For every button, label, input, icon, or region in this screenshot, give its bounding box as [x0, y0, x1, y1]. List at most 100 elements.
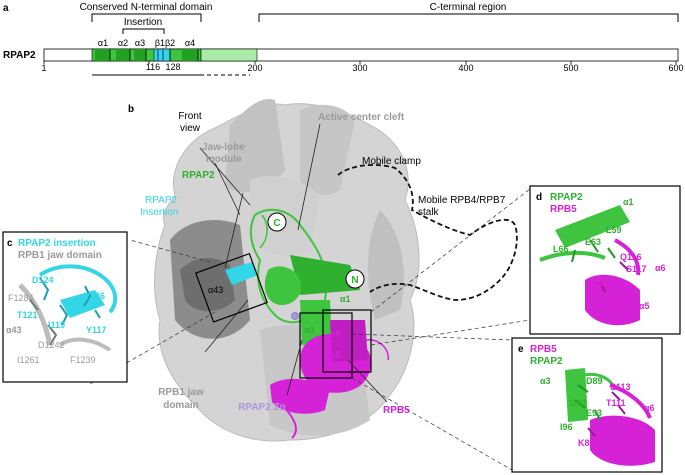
alpha5-b-label: α5 [330, 350, 341, 360]
panel-d-title-2: RPB5 [550, 204, 577, 215]
segment-dividers [109, 49, 199, 61]
front-view-label-2: view [180, 123, 201, 134]
panel-d-residues: α1 L59 E63 L66 Q116 S117 α6 I84 K85 α5 [553, 197, 666, 311]
rpap2-label: RPAP2 [182, 170, 215, 181]
tick-1: 1 [41, 63, 46, 73]
residue-mark-116: 116 [146, 62, 160, 72]
panel-e-residues: α3 D89 S113 D92 T111 α6 E93 I96 K81 α5 [540, 376, 655, 448]
helix-alpha1-d: α1 [623, 197, 634, 207]
residue-f1239: F1239 [70, 355, 96, 365]
panel-d: d RPAP2 RPB5 α1 L59 E63 L66 Q116 S117 α6… [529, 185, 681, 335]
alpha3-b-label: α3 [304, 325, 315, 335]
residue-i119: I119 [48, 320, 65, 330]
front-view-label: Front [178, 111, 202, 122]
residue-q116: Q116 [620, 252, 642, 262]
residue-d124: D124 [32, 275, 54, 285]
n-terminus-marker [345, 269, 365, 289]
residue-y117: Y117 [86, 325, 107, 335]
residue-k85: K85 [594, 290, 611, 300]
panel-b-label: b [128, 104, 134, 115]
panel-b: b [89, 99, 531, 471]
helix-label-a1: α1 [98, 38, 108, 48]
helix-label-a4: α4 [185, 38, 195, 48]
rpb5-structure [270, 320, 389, 439]
helix-label-b1b2: β1β2 [155, 38, 175, 48]
mobile-clamp-label: Mobile clamp [362, 156, 421, 167]
c-terminus-label: C [273, 218, 280, 229]
residue-mark-128: 128 [165, 62, 180, 72]
insertion-segment [153, 48, 171, 62]
insertion-bracket [122, 28, 165, 34]
helix-alpha3-e: α3 [540, 376, 551, 386]
residue-d89: D89 [586, 376, 603, 386]
insertion-label: Insertion [124, 17, 162, 28]
residue-s117: S117 [626, 264, 647, 274]
helix-label-a3: α3 [135, 38, 145, 48]
helix-alpha43-c: α43 [6, 325, 22, 335]
tick-300: 300 [352, 63, 367, 73]
residue-f1284: F1284 [8, 293, 34, 303]
residue-e63: E63 [585, 237, 601, 247]
panel-e-title-2: RPAP2 [530, 356, 563, 367]
alpha1-b-label: α1 [340, 294, 351, 304]
helix-alpha5-d: α5 [639, 301, 650, 311]
tick-400: 400 [458, 63, 473, 73]
zoom-box-c [195, 252, 268, 323]
ntd-label: Conserved N-terminal domain [80, 2, 213, 13]
leader-lines [199, 123, 388, 403]
panel-e-label: e [518, 344, 524, 355]
insertion-b-label: RPAP2 [145, 195, 177, 206]
tick-500: 500 [563, 63, 578, 73]
alpha6-b-label: α6 [330, 329, 341, 339]
panel-c-residues: D124 V126 F1284 T121 I119 Y117 D1242 I12… [6, 275, 107, 365]
rpap2-zn-atom [291, 312, 299, 320]
rpap2-zn-label: RPAP2 Zn [238, 402, 286, 413]
tick-600: 600 [668, 63, 683, 73]
ctr-bracket [258, 13, 679, 22]
residue-d1242: D1242 [38, 340, 65, 350]
helix-alpha5-e: α5 [630, 432, 641, 442]
rpb1-jaw-label-2: domain [163, 400, 199, 411]
mobile-stalk-label: Mobile RPB4/RPB7 [418, 195, 506, 206]
residue-d92: D92 [570, 398, 587, 408]
mobile-clamp-outline [337, 164, 518, 301]
residue-i84: I84 [600, 278, 613, 288]
n-terminus-label: N [351, 275, 358, 286]
ctr-label: C-terminal region [430, 2, 507, 13]
jaw-lobe-label: Jaw-lobe [202, 142, 245, 153]
panel-c-title-2: RPB1 jaw domain [18, 250, 102, 261]
mobile-stalk-label-2: stalk [418, 207, 440, 218]
c-terminus-marker [267, 212, 287, 232]
residue-k81: K81 [578, 438, 595, 448]
rpb5-b-label: RPB5 [383, 405, 410, 416]
residue-t121: T121 [17, 310, 38, 320]
residue-l66: L66 [553, 244, 569, 254]
helix-label-a2: α2 [118, 38, 128, 48]
jaw-lobe-label-2: module [206, 154, 242, 165]
zoom-box-e [299, 312, 353, 379]
helix-alpha6-e: α6 [644, 403, 655, 413]
rpap2-insertion-structure [225, 262, 258, 285]
zoom-box-d [322, 309, 372, 373]
panel-c-label: c [7, 238, 13, 249]
helix-alpha6-d: α6 [655, 263, 666, 273]
helix-segments [95, 49, 198, 61]
panel-e: e RPB5 RPAP2 α3 D89 S113 D92 T111 α6 E93… [511, 337, 663, 473]
residue-i96: I96 [560, 422, 573, 432]
residue-i1261: I1261 [17, 355, 40, 365]
extended-region [200, 48, 258, 62]
axis-ticks: 1 200 300 400 500 600 [41, 61, 684, 73]
residue-v126: V126 [84, 291, 105, 301]
residue-t111: T111 [606, 398, 626, 408]
insertion-b-label-2: Insertion [140, 207, 178, 218]
panel-a-label: a [3, 3, 9, 14]
panel-a: a Conserved N-terminal domain C-terminal… [3, 2, 684, 76]
panel-c: c RPAP2 insertion RPB1 jaw domain D124 V… [2, 231, 128, 383]
residue-s113: S113 [610, 382, 631, 392]
panel-d-title-1: RPAP2 [550, 192, 583, 203]
panel-c-title-1: RPAP2 insertion [18, 238, 96, 249]
residue-l59: L59 [606, 225, 622, 235]
rpb1-jaw-label: RPB1 jaw [158, 387, 204, 398]
rpap2-structure [249, 208, 360, 345]
